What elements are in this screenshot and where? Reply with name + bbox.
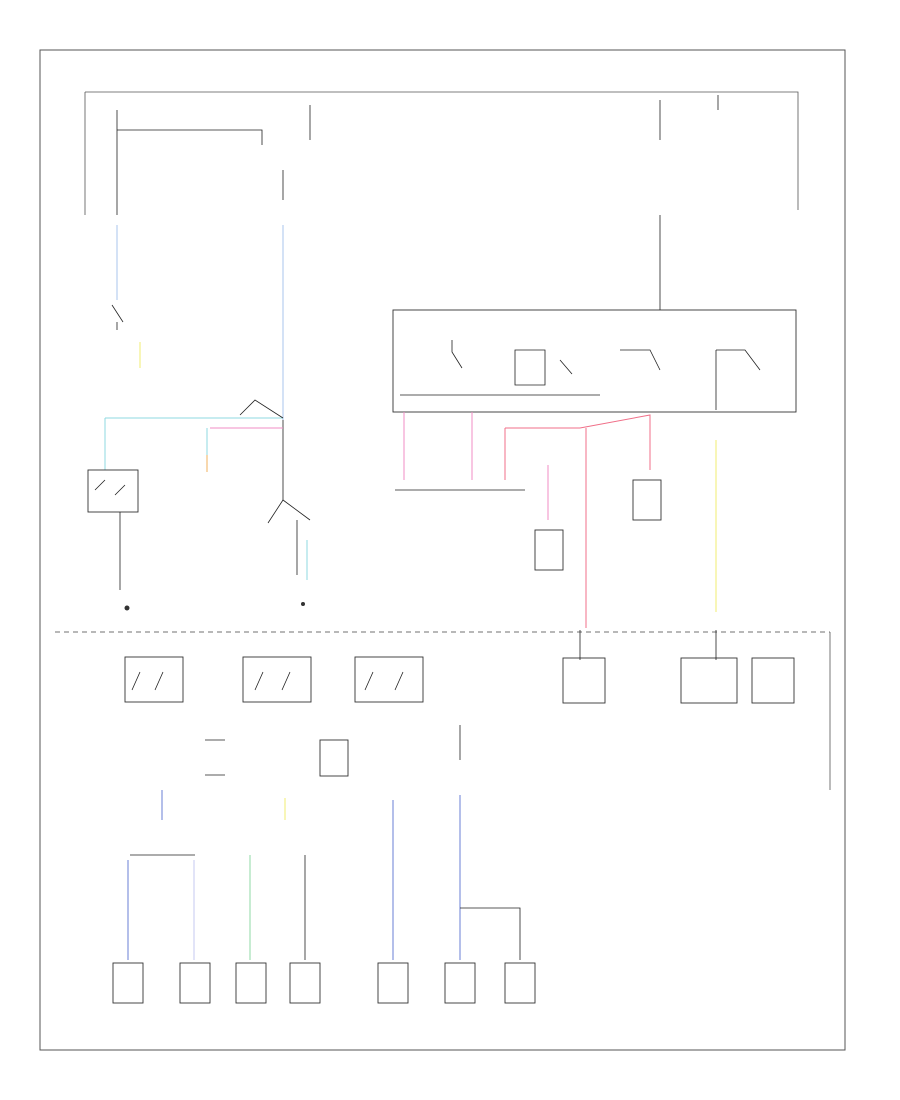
switch-box-1: [124, 656, 184, 703]
switch-box-left: [87, 469, 139, 513]
connector-a: [534, 529, 564, 571]
wire-red-a: [504, 427, 580, 480]
relay-box-a: [562, 657, 606, 704]
bottom-connector-7: [504, 962, 536, 1004]
bottom-connector-2: [179, 962, 211, 1004]
sensor-box: [319, 739, 349, 777]
relay-box-b: [680, 657, 738, 704]
bottom-connector-5: [377, 962, 409, 1004]
top-boundary-line: [84, 91, 799, 215]
left-upper-circuit: [87, 105, 311, 611]
connector-b: [632, 479, 662, 521]
lower-switch-row: [124, 630, 795, 777]
switch-box-3: [354, 656, 424, 703]
wire-red-b: [579, 414, 651, 470]
relay-box-c: [751, 657, 795, 704]
bottom-connector-4: [289, 962, 321, 1004]
bottom-connector-6: [444, 962, 476, 1004]
bottom-connector-3: [235, 962, 267, 1004]
bottom-connector-1: [112, 962, 144, 1004]
switch-box-2: [242, 656, 312, 703]
module-block-right: [392, 95, 797, 628]
lower-circuits: [112, 725, 536, 1004]
diagram-frame: [39, 49, 846, 1051]
module-box: [392, 309, 797, 413]
